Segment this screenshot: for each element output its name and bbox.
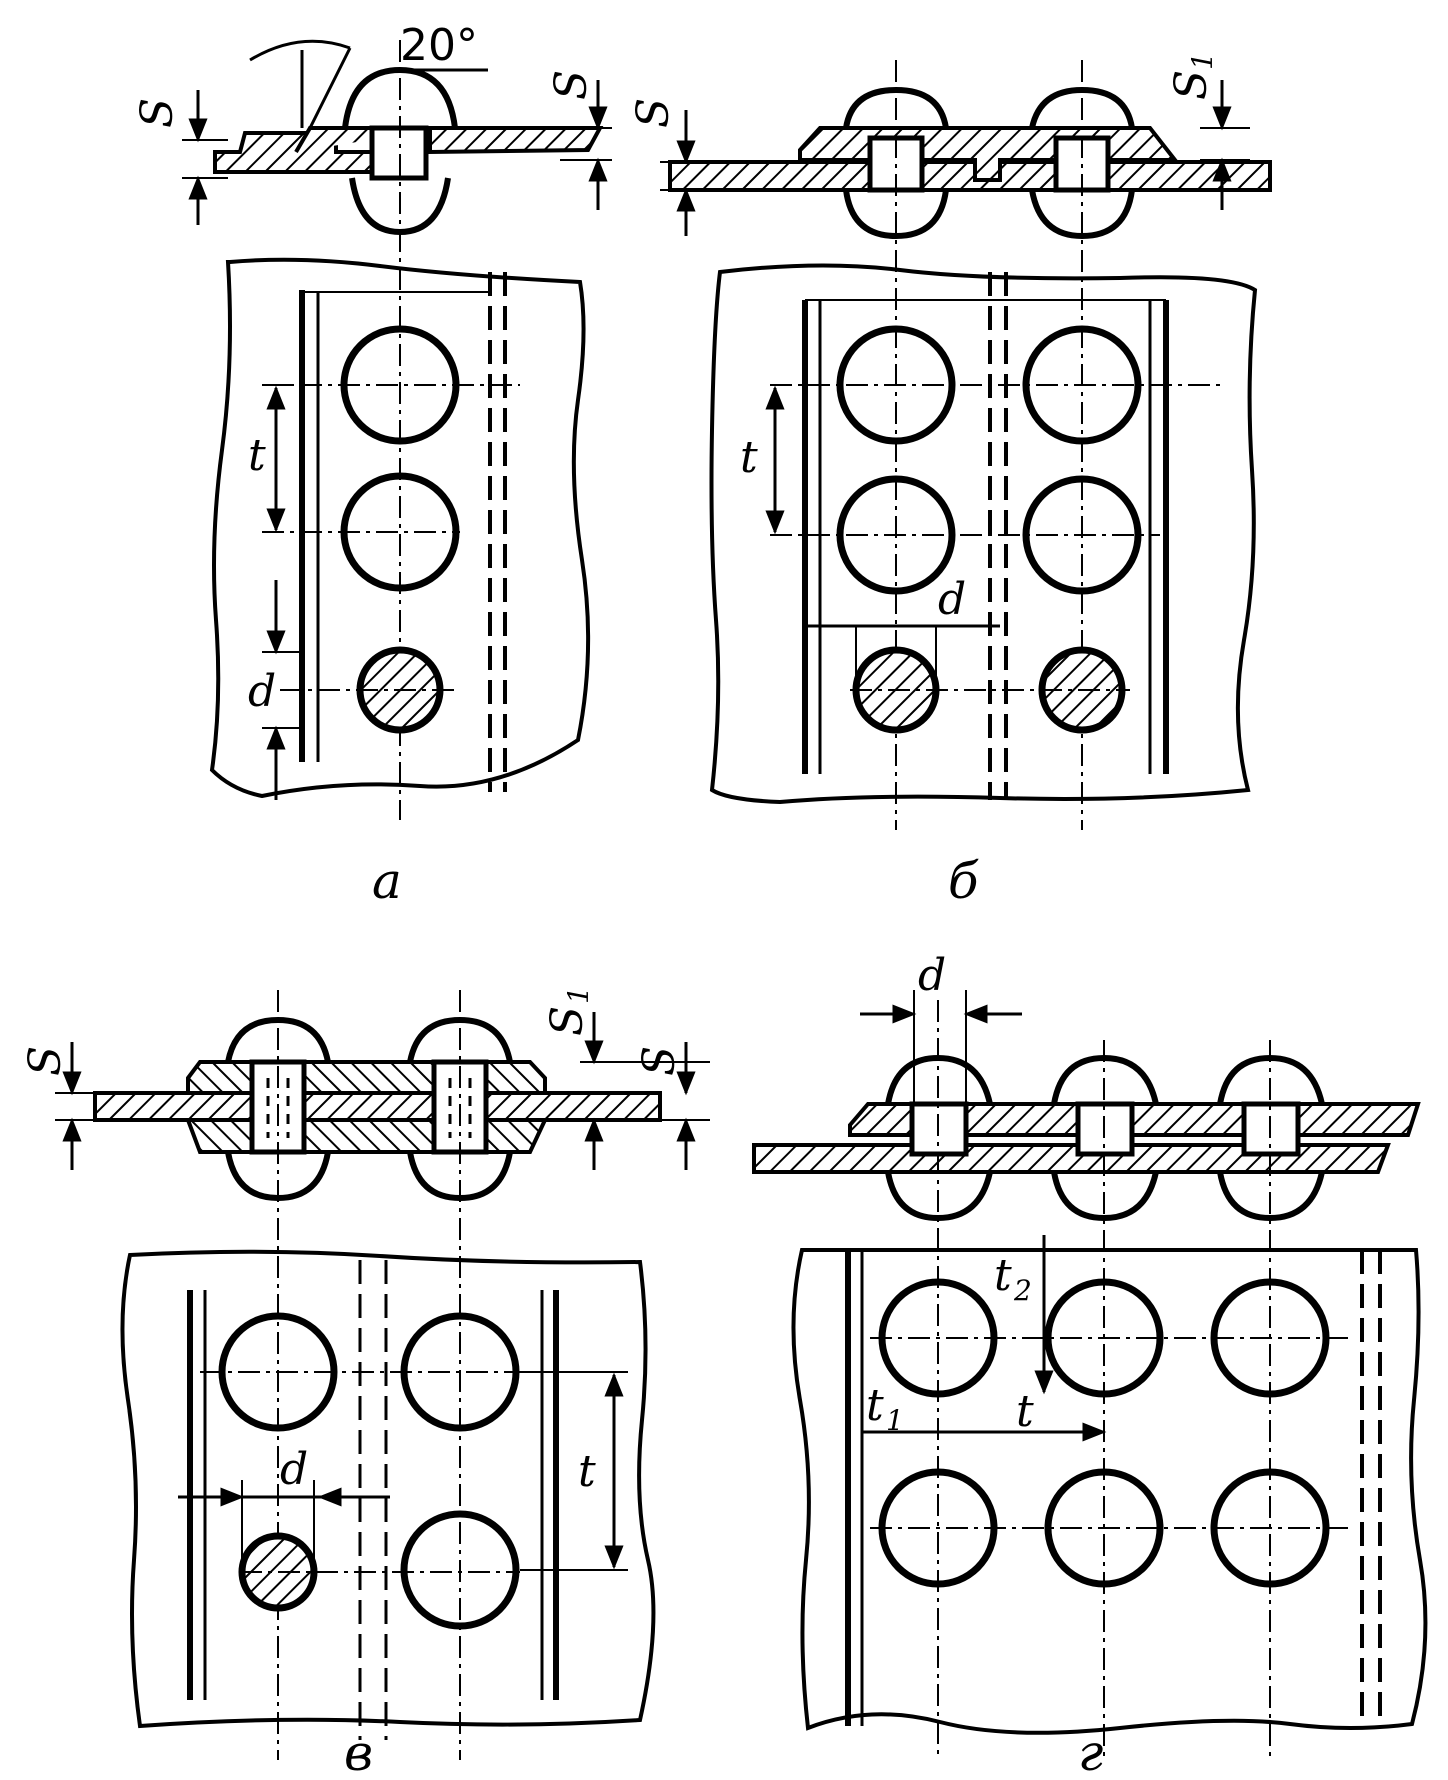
panel-g-t-label: t: [1016, 1386, 1034, 1437]
panel-v-s-left-label: S: [20, 1046, 71, 1076]
panel-a-plan: [209, 257, 591, 800]
panel-a-caption: а: [372, 852, 402, 910]
panel-v-plan: [120, 1249, 656, 1740]
panel-b: S S 1 t d б: [628, 52, 1272, 910]
panel-v-t-label: t: [578, 1446, 596, 1497]
panel-b-caption: б: [948, 852, 979, 910]
panel-g-t1-subscript: 1: [886, 1404, 904, 1437]
panel-v-caption: в: [344, 1724, 373, 1780]
panel-a-s-left-label: S: [132, 98, 183, 128]
panel-a-s-right-label: S: [546, 70, 597, 100]
panel-g: d t 2 t 1 t г: [752, 950, 1428, 1780]
panel-g-caption: г: [1078, 1724, 1103, 1780]
panel-g-d-label: d: [918, 950, 946, 1001]
panel-b-section: [660, 60, 1272, 830]
panel-b-s-right-subscript: 1: [1186, 52, 1219, 70]
panel-b-s-right-label: S: [1166, 70, 1217, 100]
panel-b-plan: [709, 263, 1258, 805]
panel-a-angle-label: 20°: [400, 20, 478, 71]
panel-v-section: [55, 990, 710, 1760]
panel-v-s-right-label: S: [634, 1046, 685, 1076]
panel-b-t-label: t: [740, 432, 758, 483]
panel-g-plan: [791, 1235, 1428, 1735]
panel-b-d-label: d: [938, 574, 966, 625]
panel-v-s-mid-label: S: [542, 1006, 593, 1036]
panel-a: 20° S S t d а: [132, 20, 612, 910]
panel-a-section: [182, 39, 612, 820]
panel-v-d-label: d: [280, 1444, 308, 1495]
panel-a-d-label: d: [248, 666, 276, 717]
panel-g-t1-label: t: [866, 1380, 884, 1431]
panel-g-t2-label: t: [994, 1250, 1012, 1301]
panel-v: S S 1 S t d в: [20, 986, 710, 1780]
panel-a-t-label: t: [248, 430, 266, 481]
panel-g-section: [752, 990, 1421, 1760]
panel-v-s-mid-subscript: 1: [562, 986, 595, 1004]
panel-g-t2-subscript: 2: [1013, 1274, 1032, 1307]
panel-b-s-left-label: S: [628, 98, 679, 128]
